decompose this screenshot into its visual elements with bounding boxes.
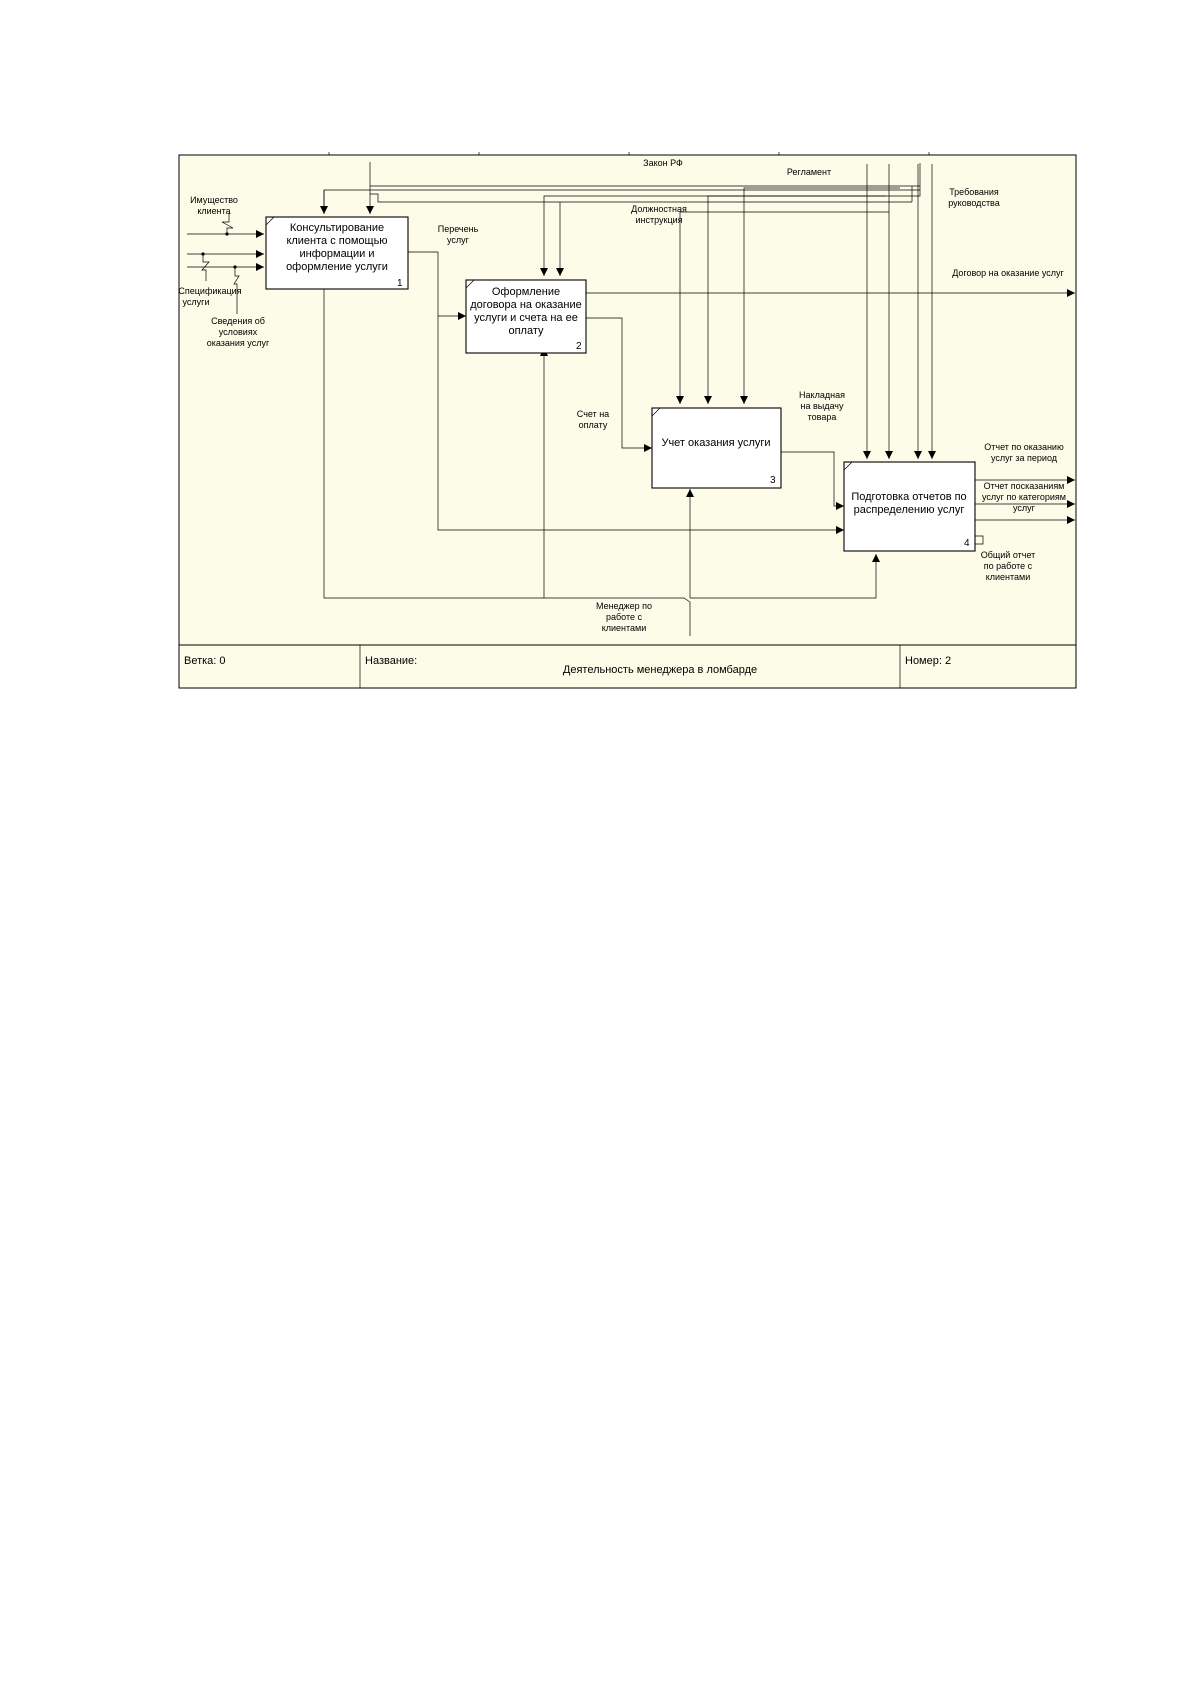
- label-svedeniya: условиях: [219, 327, 258, 337]
- label-imushchestvo: Имущество: [190, 195, 238, 205]
- label-trebovaniya: Требования: [949, 187, 999, 197]
- label-imushchestvo: клиента: [197, 206, 230, 216]
- label-perechen: Перечень: [438, 224, 479, 234]
- box2-number: 2: [576, 341, 582, 352]
- label-zakon: Закон РФ: [643, 158, 683, 168]
- footer-title: Деятельность менеджера в ломбарде: [563, 664, 757, 676]
- box1-number: 1: [397, 278, 403, 289]
- label-otchet2: услуг по категориям: [982, 492, 1066, 502]
- box3-number: 3: [770, 475, 776, 486]
- label-spetsifikatsii: услуги: [183, 297, 210, 307]
- mechanism-menedzher: [540, 348, 691, 636]
- box3-line: Учет оказания услуги: [661, 437, 770, 449]
- arrow-schet: [586, 317, 652, 452]
- label-otchet2: Отчет посказаниям: [984, 481, 1065, 491]
- box2-line: услуги и счета на ее: [474, 312, 578, 324]
- function-box-1: Консультирование клиента с помощью инфор…: [265, 216, 409, 290]
- label-otchet1: услуг за период: [991, 453, 1058, 463]
- label-dolzhnostnaya: Должностная: [631, 204, 687, 214]
- label-menedzher: клиентами: [602, 623, 647, 633]
- footer-number: Номер: 2: [905, 655, 951, 667]
- arrow-labels: Имущество клиента Спецификация услуги Св…: [178, 158, 1066, 633]
- label-spetsifikatsii: Спецификация: [178, 286, 241, 296]
- box2-line: договора на оказание: [470, 299, 581, 311]
- arrow-perechen: [408, 251, 466, 320]
- box1-line: оформление услуги: [286, 261, 388, 273]
- box2-line: Оформление: [492, 286, 560, 298]
- label-schet: Счет на: [577, 409, 609, 419]
- frame-ticks: [328, 152, 930, 155]
- function-box-2: Оформление договора на оказание услуги и…: [465, 279, 587, 354]
- label-schet: оплату: [579, 420, 608, 430]
- box1-line: Консультирование: [290, 222, 384, 234]
- box4-number: 4: [964, 538, 970, 549]
- label-reglament: Регламент: [787, 167, 831, 177]
- label-perechen: услуг: [447, 235, 470, 245]
- box4-line: Подготовка отчетов по: [851, 491, 966, 503]
- box1-line: клиента с помощью: [286, 235, 387, 247]
- label-dogovor: Договор на оказание услуг: [952, 268, 1064, 278]
- label-obshchiy: по работе с: [984, 561, 1033, 571]
- box4-line: распределению услуг: [854, 504, 965, 516]
- label-svedeniya: оказания услуг: [207, 338, 270, 348]
- footer-name-label: Название:: [365, 655, 417, 667]
- footer-branch: Ветка: 0: [184, 655, 226, 667]
- diagram-footer: Ветка: 0 Название: Деятельность менеджер…: [178, 644, 1077, 689]
- label-menedzher: работе с: [606, 612, 643, 622]
- function-box-4: Подготовка отчетов по распределению услу…: [843, 461, 976, 552]
- label-menedzher: Менеджер по: [596, 601, 652, 611]
- label-nakladnaya: на выдачу: [801, 401, 844, 411]
- box2-line: оплату: [508, 325, 544, 337]
- label-otchet1: Отчет по оказанию: [984, 442, 1064, 452]
- label-obshchiy: Общий отчет: [981, 550, 1036, 560]
- box1-line: информации и: [300, 248, 375, 260]
- label-svedeniya: Сведения об: [211, 316, 265, 326]
- arrow-nakladnaya: [781, 451, 844, 510]
- label-nakladnaya: товара: [808, 412, 837, 422]
- label-trebovaniya: руководства: [948, 198, 1000, 208]
- connectors: [187, 162, 1075, 636]
- label-dolzhnostnaya: инструкция: [635, 215, 682, 225]
- label-otchet2: услуг: [1013, 503, 1036, 513]
- label-nakladnaya: Накладная: [799, 390, 845, 400]
- function-box-3: Учет оказания услуги 3: [651, 407, 782, 489]
- label-obshchiy: клиентами: [986, 572, 1031, 582]
